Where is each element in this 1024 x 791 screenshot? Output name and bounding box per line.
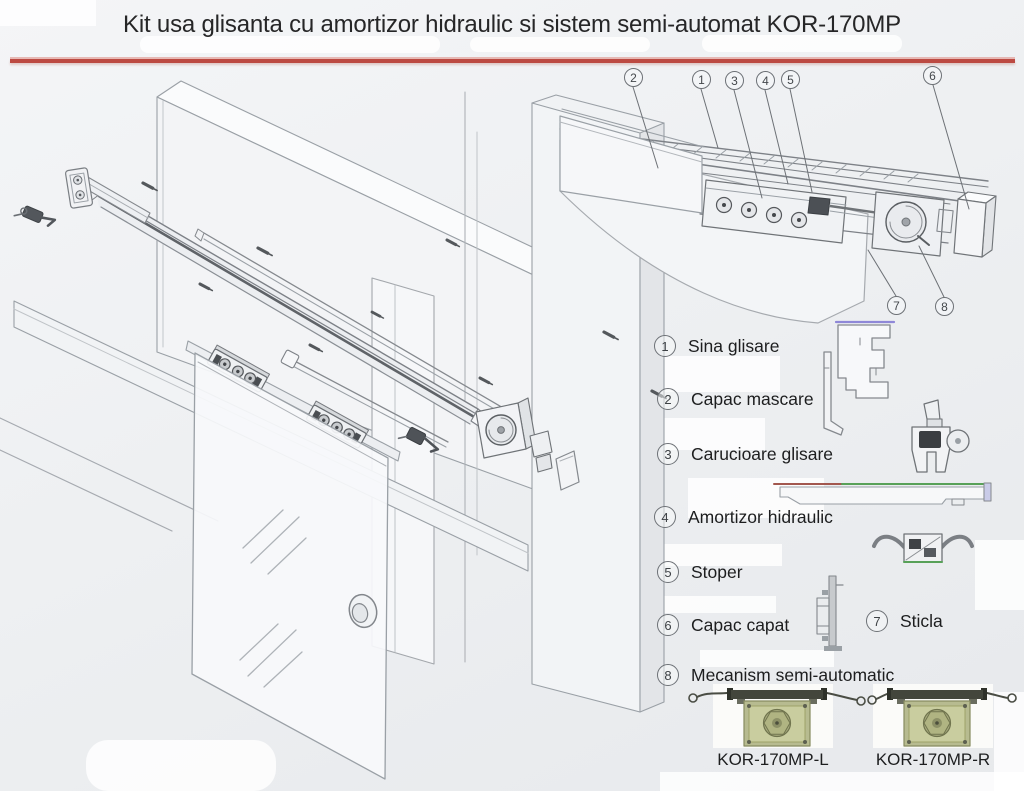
damper-strip bbox=[280, 349, 449, 448]
callout-6-num: 6 bbox=[929, 68, 936, 83]
mounting-plate bbox=[64, 167, 94, 209]
product-label-left: KOR-170MP-L bbox=[717, 750, 829, 769]
red-divider-line bbox=[10, 59, 1015, 63]
detail-damper bbox=[807, 196, 902, 222]
connector-block bbox=[529, 430, 553, 473]
callout-8-num: 8 bbox=[941, 299, 948, 314]
detail-carriage-plate bbox=[701, 179, 847, 244]
callout-7: 7 bbox=[887, 296, 906, 315]
white-patch bbox=[975, 540, 1024, 610]
legend-item-mecanism-semi-automatic: 8 Mecanism semi-automatic bbox=[657, 664, 894, 686]
product-photo-right bbox=[867, 684, 1017, 748]
legend-num-1: 1 bbox=[654, 335, 676, 357]
damper-icon bbox=[773, 482, 992, 506]
legend-num-3: 3 bbox=[657, 443, 679, 465]
white-patch bbox=[994, 692, 1024, 791]
white-patch bbox=[86, 740, 276, 791]
door-carriage-1 bbox=[207, 344, 271, 393]
wall-opening-edge bbox=[464, 91, 478, 663]
screws bbox=[141, 181, 667, 400]
callout-6: 6 bbox=[923, 66, 942, 85]
legend-item-carucioare-glisare: 3 Carucioare glisare bbox=[657, 443, 833, 465]
callout-5-num: 5 bbox=[787, 72, 794, 87]
white-patch bbox=[660, 772, 1024, 791]
detail-cover-cap bbox=[559, 108, 705, 214]
wall-panel bbox=[156, 80, 641, 521]
callout-leader-lines bbox=[632, 84, 970, 298]
door-shine-marks bbox=[239, 509, 307, 688]
product-photo-left bbox=[688, 684, 866, 748]
white-patch bbox=[648, 356, 780, 392]
legend-num-5: 5 bbox=[657, 561, 679, 583]
track-detail-view bbox=[559, 84, 997, 324]
legend-num-6: 6 bbox=[657, 614, 679, 636]
legend-item-sticla: 7 Sticla bbox=[866, 610, 943, 632]
cover-strip-icon bbox=[823, 351, 844, 436]
legend-label-3: Carucioare glisare bbox=[691, 443, 834, 464]
callout-1: 1 bbox=[692, 70, 711, 89]
end-cap-plate bbox=[555, 450, 580, 491]
rail-cover-flap bbox=[80, 175, 151, 224]
legend-item-stoper: 5 Stoper bbox=[657, 561, 743, 583]
callout-5: 5 bbox=[781, 70, 800, 89]
legend-num-4: 4 bbox=[654, 506, 676, 528]
white-patch bbox=[470, 37, 650, 52]
callout-7-num: 7 bbox=[893, 298, 900, 313]
latch-part bbox=[13, 205, 57, 227]
callout-8: 8 bbox=[935, 297, 954, 316]
callout-4-num: 4 bbox=[762, 73, 769, 88]
product-label-right: KOR-170MP-R bbox=[875, 750, 991, 769]
end-cap-icon bbox=[816, 575, 844, 651]
callout-2: 2 bbox=[624, 68, 643, 87]
legend-item-capac-mascare: 2 Capac mascare bbox=[657, 388, 814, 410]
legend-num-8: 8 bbox=[657, 664, 679, 686]
glisare-rail bbox=[88, 184, 487, 428]
legend-item-capac-capat: 6 Capac capat bbox=[657, 614, 789, 636]
white-patch bbox=[636, 596, 776, 613]
cover-strip bbox=[194, 228, 517, 423]
carriage-icon bbox=[911, 399, 970, 473]
detail-glass-pane bbox=[559, 139, 869, 324]
legend-label-7: Sticla bbox=[900, 610, 943, 631]
legend-item-sina-glisare: 1 Sina glisare bbox=[654, 335, 779, 357]
door-handle bbox=[348, 593, 378, 629]
callout-3-num: 3 bbox=[731, 73, 738, 88]
baseboard-trim bbox=[0, 300, 529, 572]
legend-num-7: 7 bbox=[866, 610, 888, 632]
page-title: Kit usa glisanta cu amortizor hidraulic … bbox=[123, 11, 901, 38]
detail-mechanism-reel bbox=[871, 191, 945, 257]
glass-door bbox=[191, 352, 389, 780]
legend-label-6: Capac capat bbox=[691, 614, 790, 635]
fixed-panel-behind-door bbox=[371, 277, 435, 665]
stoper-icon bbox=[872, 533, 974, 563]
detail-end-cap bbox=[936, 191, 997, 258]
detail-track bbox=[559, 128, 989, 244]
callout-1-num: 1 bbox=[698, 72, 705, 87]
door-hanger-bar bbox=[185, 340, 401, 462]
rail-profile-icon bbox=[834, 320, 896, 399]
semi-automatic-mechanism-part bbox=[475, 397, 537, 459]
legend-label-8: Mecanism semi-automatic bbox=[691, 664, 895, 685]
legend-num-2: 2 bbox=[657, 388, 679, 410]
legend-icons bbox=[773, 320, 992, 651]
legend-label-5: Stoper bbox=[691, 561, 743, 582]
legend-label-4: Amortizor hidraulic bbox=[688, 506, 833, 527]
callout-2-num: 2 bbox=[630, 70, 637, 85]
callout-4: 4 bbox=[756, 71, 775, 90]
legend-label-1: Sina glisare bbox=[688, 335, 780, 356]
door-carriage-2 bbox=[306, 400, 370, 449]
stoper-part bbox=[397, 426, 440, 453]
legend-item-amortizor-hidraulic: 4 Amortizor hidraulic bbox=[654, 506, 833, 528]
legend-label-2: Capac mascare bbox=[691, 388, 814, 409]
door-jamb-post bbox=[531, 94, 665, 713]
callout-3: 3 bbox=[725, 71, 744, 90]
